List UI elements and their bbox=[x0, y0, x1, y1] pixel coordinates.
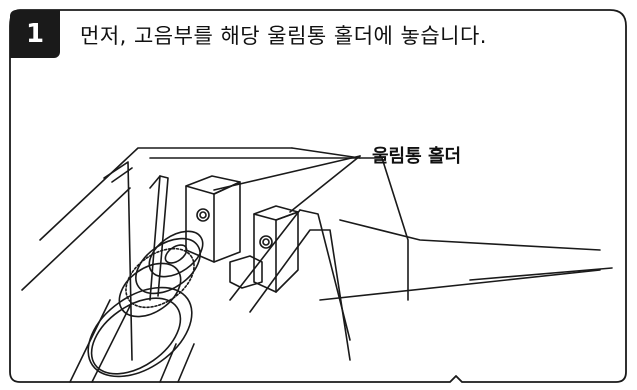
holder-right-front bbox=[253, 213, 277, 293]
left-rail-d bbox=[157, 175, 169, 297]
screw-right-inner bbox=[262, 238, 270, 246]
small-block bbox=[229, 255, 263, 289]
step-number-badge: 1 bbox=[10, 10, 60, 58]
frame-outer-2 bbox=[21, 187, 131, 291]
callout-leader-1 bbox=[213, 155, 361, 191]
frame-right-far bbox=[469, 267, 613, 281]
step-instruction: 먼저, 고음부를 해당 울림통 홀더에 놓습니다. bbox=[80, 24, 487, 48]
frame-right-edge bbox=[339, 219, 601, 251]
left-rail-a bbox=[103, 161, 133, 361]
screw-left-inner bbox=[199, 211, 207, 219]
pulley-hub bbox=[164, 244, 188, 264]
beam-2 bbox=[249, 229, 351, 361]
shaft-a bbox=[69, 299, 111, 383]
screw-right bbox=[259, 235, 273, 249]
beam-1 bbox=[229, 209, 301, 301]
frame-right-top bbox=[291, 147, 361, 159]
screw-left bbox=[196, 208, 210, 222]
shaft-c bbox=[159, 343, 177, 383]
beam-3 bbox=[299, 209, 351, 341]
holder-left-side bbox=[213, 181, 241, 263]
disc-inner bbox=[90, 297, 182, 375]
callout-label: 울림통 홀더 bbox=[372, 146, 462, 167]
frame-inner bbox=[149, 157, 409, 301]
shaft-b bbox=[91, 305, 131, 383]
frame-right-lower bbox=[319, 269, 601, 301]
left-rail-b bbox=[111, 167, 133, 183]
holder-right-side bbox=[275, 211, 299, 293]
pulley-ring-1 bbox=[148, 230, 204, 278]
callout-leader-2 bbox=[289, 155, 361, 213]
disc bbox=[87, 286, 193, 378]
pulley-ring-2 bbox=[135, 237, 201, 295]
shaft-d bbox=[177, 343, 195, 383]
frame-outer bbox=[39, 147, 293, 241]
holder-right-top bbox=[253, 205, 299, 221]
